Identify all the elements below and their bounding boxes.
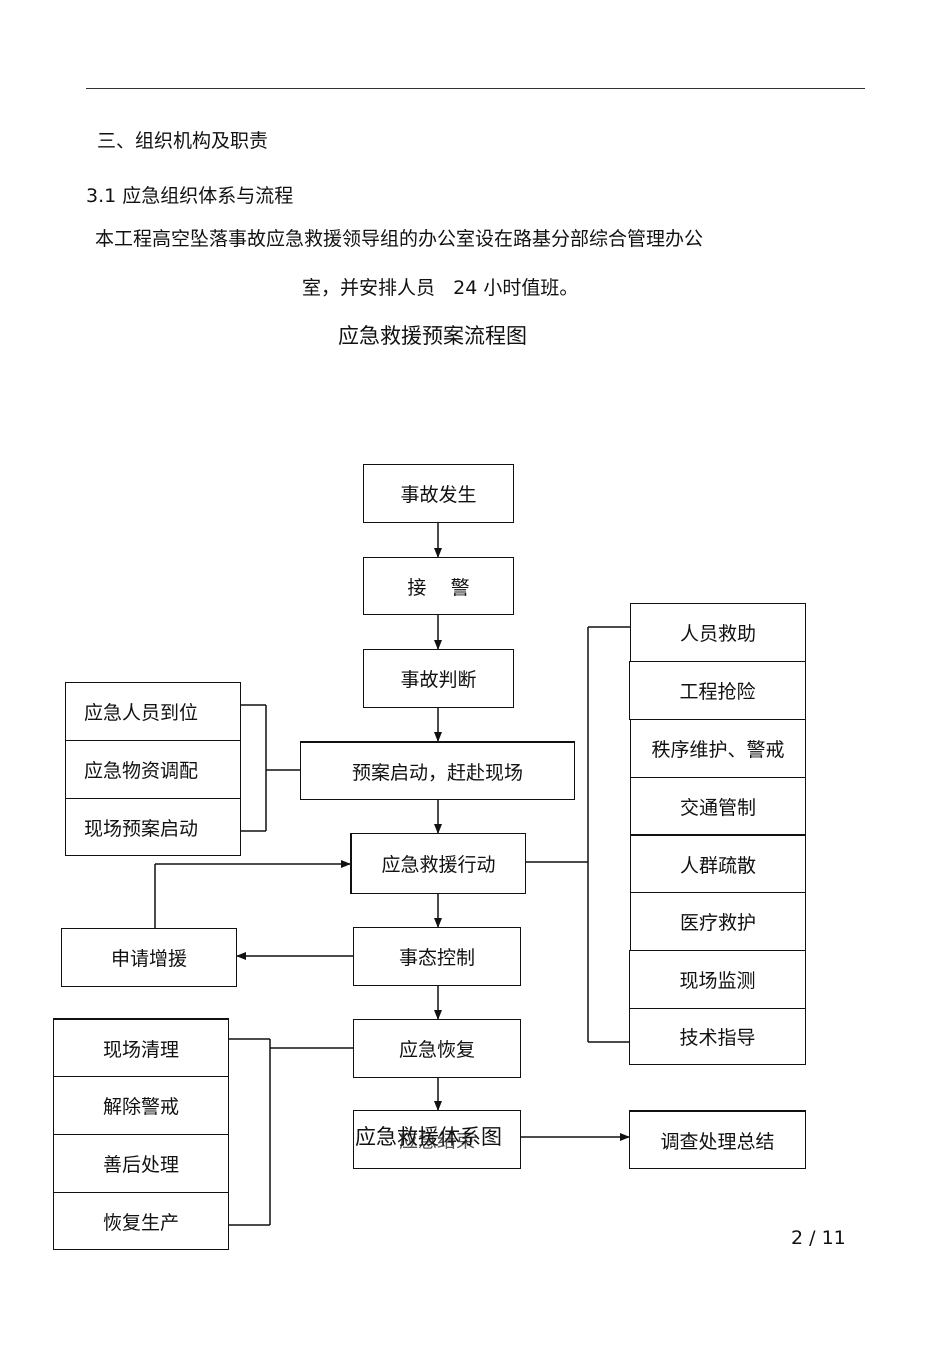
right-item-tech-guide: 技术指导: [629, 1008, 806, 1065]
right-item-crowd: 人群疏散: [630, 834, 806, 893]
box-rescue-action: 应急救援行动: [350, 833, 526, 894]
left2-item-cleanup: 现场清理: [53, 1018, 229, 1077]
overlay-caption: 应急救援体系图: [355, 1125, 502, 1149]
left1-item-personnel: 应急人员到位: [65, 682, 241, 741]
right-item-monitoring: 现场监测: [629, 950, 806, 1009]
box-start-plan: 预案启动，赶赴现场: [300, 741, 575, 800]
box-alarm: 接 警: [363, 557, 514, 615]
right-item-order: 秩序维护、警戒: [630, 719, 806, 778]
left2-item-lift-alert: 解除警戒: [53, 1076, 229, 1135]
box-request-support: 申请增援: [61, 928, 237, 987]
left2-item-resume: 恢复生产: [53, 1192, 229, 1250]
box-accident: 事故发生: [363, 464, 514, 523]
box-summary: 调查处理总结: [629, 1110, 806, 1169]
page-number: 2 / 11: [791, 1227, 846, 1249]
left2-item-aftermath: 善后处理: [53, 1134, 229, 1193]
paragraph-line-2: 室，并安排人员 24 小时值班。: [302, 277, 579, 299]
right-item-rescue-people: 人员救助: [630, 603, 806, 662]
right-item-engineering: 工程抢险: [629, 661, 806, 720]
box-recovery: 应急恢复: [353, 1019, 521, 1078]
flowchart-title: 应急救援预案流程图: [338, 324, 527, 348]
header-rule: [86, 88, 865, 89]
left1-item-onsite-plan: 现场预案启动: [65, 798, 241, 856]
subsection-heading: 3.1 应急组织体系与流程: [86, 185, 294, 207]
right-item-traffic: 交通管制: [630, 777, 806, 835]
box-end: 应急结束: [353, 1110, 521, 1169]
right-item-medical: 医疗救护: [630, 892, 806, 951]
left1-item-materials: 应急物资调配: [65, 740, 241, 799]
paragraph-line-1: 本工程高空坠落事故应急救援领导组的办公室设在路基分部综合管理办公: [95, 228, 704, 250]
section-heading: 三、组织机构及职责: [97, 130, 269, 152]
box-judge: 事故判断: [363, 649, 514, 708]
box-control: 事态控制: [353, 927, 521, 986]
